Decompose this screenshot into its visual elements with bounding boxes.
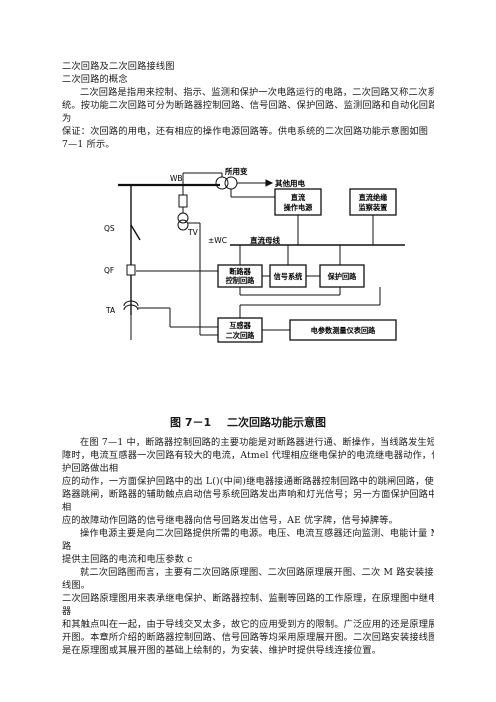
breaker-control-label: 断路器	[229, 267, 251, 276]
body-line: 是在原理图或其展开图的基础上绘制的，为安装、维护时提供导线连接位置。	[62, 645, 382, 656]
dc-power-label: 操作电源	[284, 203, 314, 212]
signal-system-label: 信号系统	[274, 272, 304, 281]
secondary-circuit-diagram: WB QS QF TA TV ±WC 直流母线 所用变 其他用电 直流 操作电源…	[104, 166, 405, 343]
wc-label: ±WC	[208, 236, 227, 245]
dc-power-label: 直流	[291, 193, 306, 202]
intro-line: 为	[62, 113, 72, 124]
body-line: 操作电源主要是向二次回路提供所需的电源。电压、电流互感器还向监测、电能计量 M	[80, 528, 434, 539]
breaker-control-label: 控制回路	[226, 276, 256, 285]
section-title: 二次回路的概念	[62, 74, 128, 85]
transformer-secondary-label: 互感器	[229, 321, 251, 330]
body-line: 器	[62, 606, 72, 617]
dc-bus-label: 直流母线	[250, 235, 280, 245]
body-line: 路器跳闸，断路器的辅助触点启动信号系统回路发出声响和灯光信号；另一方面保护回路中	[62, 489, 434, 500]
body-line: 就二次回路图而言，主要有二次回路原理图、二次回路原理展开图、二次 M 路安装接	[80, 567, 434, 578]
tv-label: TV	[187, 228, 199, 237]
protection-circuit-label: 保护回路	[327, 272, 358, 281]
intro-line: 统。按功能二次回路可分为断路器控制回路、信号回路、保护回路、监测回路和自动化回路…	[62, 100, 434, 111]
station-transformer-label: 所用变	[225, 166, 248, 176]
insulation-monitor-label: 监察装置	[359, 203, 388, 212]
body-line: 线图。	[62, 580, 91, 591]
wb-label: WB	[170, 174, 183, 183]
qs-label: QS	[104, 224, 115, 233]
body-line: 和其触点叫在一起，由于导线交叉太多，故它的应用受到方的限制。广泛应用的还是原理展	[62, 619, 434, 630]
body-line: 相	[62, 502, 72, 513]
body-line: 路	[62, 541, 72, 552]
body-line: 障时，电流互感器一次回路有较大的电流，Atmel 代理相应继电保护的电流继电器动…	[62, 450, 434, 461]
body-line: 提供主回路的电流和电压参数 c	[62, 554, 193, 565]
body-line: 在图 7—1 中，断路器控制回路的主要功能是对断路器进行通、断操作，当线路发生短…	[80, 437, 434, 448]
intro-line: 7—1 所示。	[62, 139, 115, 150]
figure-caption: 图 7－1 二次回路功能示意图	[0, 414, 496, 430]
body-line: 二次回路原理图用来表承继电保护、断路器控制、监刪等回路的工作原理，在原理图中继电	[62, 593, 434, 604]
doc-title: 二次回路及二次回路接线图	[62, 61, 175, 72]
body-line: 开图。本章所介绍的断路器控制回路、信号回路等均采用原理展开图。二次回路安装接线图	[62, 632, 434, 643]
measurement-circuit-label: 电参数测量仪表回路	[311, 326, 377, 335]
transformer-secondary-label: 二次回路	[226, 331, 256, 340]
intro-line: 保证：次回路的用电，还有相应的操作电源回路等。供电系统的二次回路功能示意图如图	[62, 126, 429, 137]
other-load-label: 其他用电	[275, 178, 305, 188]
figure-number: 图 7－1	[170, 416, 212, 429]
insulation-monitor-label: 直流绝缘	[359, 193, 389, 202]
body-line: 应的故障动作回路的信号继电器向信号回路发出信号，AE 优字牌，信号掉脾等。	[62, 515, 399, 526]
body-line: 应的动作，一方面保护回路中的出 L()(中间)继电器接通断路器控制回路中的跳闸回…	[62, 476, 434, 487]
figure-title: 二次回路功能示意图	[226, 416, 326, 429]
body-line: 护回路做出相	[62, 463, 119, 474]
ta-label: TA	[105, 306, 116, 315]
qf-label: QF	[104, 266, 114, 275]
intro-line: 二次回路是指用来控制、指示、监测和保护一次电路运行的电路，二次回路又称二次系	[80, 87, 434, 98]
